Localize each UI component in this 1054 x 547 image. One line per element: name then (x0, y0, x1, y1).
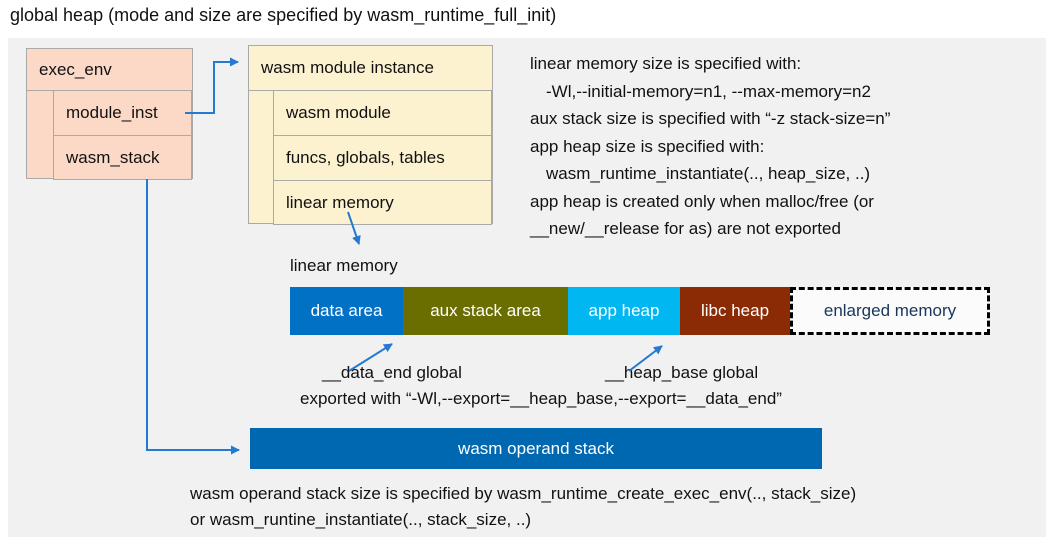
wasm-operand-stack-label: wasm operand stack (458, 438, 614, 458)
module-inst-label: module_inst (66, 103, 158, 122)
segment-aux-stack-area: aux stack area (403, 287, 568, 335)
note-line: linear memory size is specified with: (530, 54, 802, 73)
module-instance-row-wasm-module: wasm module (273, 90, 492, 136)
exec-env-header: exec_env (27, 49, 192, 91)
segment-enlarged-memory: enlarged memory (790, 287, 990, 335)
module-instance-header: wasm module instance (249, 46, 492, 91)
funcs-globals-tables-label: funcs, globals, tables (286, 148, 445, 167)
operand-stack-notes-block: wasm operand stack size is specified by … (190, 481, 856, 533)
segment-libc-heap: libc heap (680, 287, 790, 335)
segment-app-heap: app heap (568, 287, 680, 335)
segment-label: app heap (588, 301, 660, 320)
note-line: wasm operand stack size is specified by … (190, 484, 857, 503)
size-notes-block: linear memory size is specified with: -W… (530, 50, 890, 243)
diagram-title: global heap (mode and size are specified… (10, 5, 557, 25)
module-instance-row-funcs-globals-tables: funcs, globals, tables (273, 135, 492, 181)
note-line: app heap is created only when malloc/fre… (530, 191, 874, 211)
note-line: -Wl,--initial-memory=n1, --max-memory=n2 (546, 81, 871, 101)
wasm-stack-label: wasm_stack (66, 147, 160, 167)
exec-env-row-module-inst: module_inst (53, 90, 192, 136)
wasm-module-label: wasm module (286, 103, 391, 122)
data-end-global-label: __data_end global (322, 363, 462, 382)
segment-label: libc heap (700, 301, 770, 320)
heap-base-global-label: __heap_base global (605, 363, 759, 382)
exported-with-note: exported with “-Wl,--export=__heap_base,… (300, 389, 782, 408)
linear-memory-label: linear memory (290, 256, 398, 275)
exec-env-row-wasm-stack: wasm_stack (53, 135, 192, 180)
segment-data-area: data area (290, 287, 403, 335)
note-line: or wasm_runtine_instantiate(.., stack_si… (190, 510, 532, 529)
segment-label: aux stack area (430, 301, 541, 320)
note-line: app heap size is specified with: (530, 136, 765, 156)
segment-label: data area (310, 301, 383, 320)
exec-env-header-label: exec_env (39, 59, 112, 79)
exec-env-box: exec_env module_inst wasm_stack (26, 48, 193, 180)
module-instance-box: wasm module instance wasm module funcs, … (248, 45, 493, 225)
note-line: wasm_runtime_instantiate(.., heap_size, … (546, 164, 871, 183)
linear-memory-row-label: linear memory (286, 192, 394, 212)
linear-memory-bar: data area aux stack area app heap libc h… (290, 287, 990, 335)
note-line: aux stack size is specified with “-z sta… (530, 109, 891, 128)
segment-label: enlarged memory (823, 301, 957, 320)
module-instance-header-label: wasm module instance (261, 58, 434, 77)
wasm-operand-stack-bar: wasm operand stack (250, 428, 822, 469)
note-line: __new/__release for as) are not exported (530, 219, 841, 238)
module-instance-row-linear-memory: linear memory (273, 180, 492, 225)
